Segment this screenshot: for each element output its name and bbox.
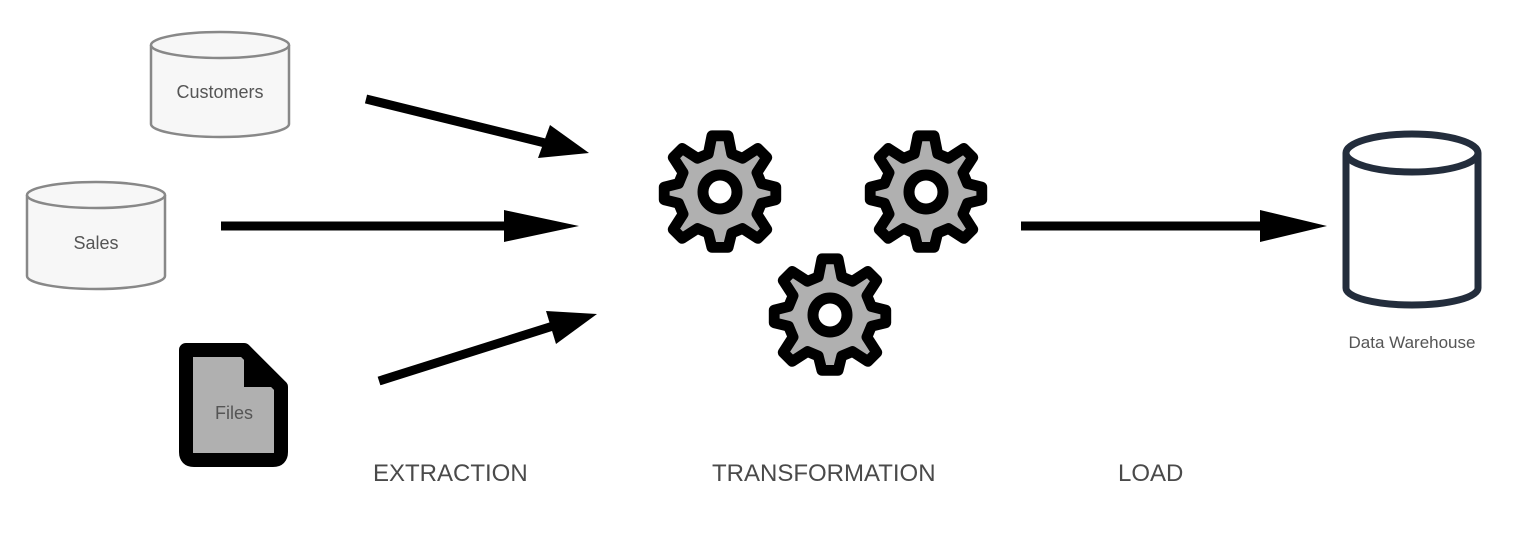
load-label: LOAD — [1118, 460, 1184, 487]
transformation-label: TRANSFORMATION — [712, 460, 936, 487]
gear-icon — [664, 136, 776, 248]
gear-icon — [774, 259, 886, 371]
customers-label: Customers — [176, 82, 264, 102]
data-warehouse-icon — [1342, 130, 1482, 309]
data-warehouse-label: Data Warehouse — [1348, 333, 1476, 352]
file-document-icon — [179, 343, 288, 467]
customers-database-icon — [149, 30, 291, 139]
files-arrow — [377, 311, 597, 386]
files-label: Files — [214, 403, 253, 423]
extraction-label: EXTRACTION — [373, 460, 528, 487]
sales-database-icon — [25, 180, 167, 291]
sales-label: Sales — [73, 233, 119, 253]
sales-arrow — [221, 210, 579, 242]
customers-arrow — [364, 94, 589, 158]
load-arrow — [1021, 210, 1327, 242]
gear-icon — [870, 136, 982, 248]
